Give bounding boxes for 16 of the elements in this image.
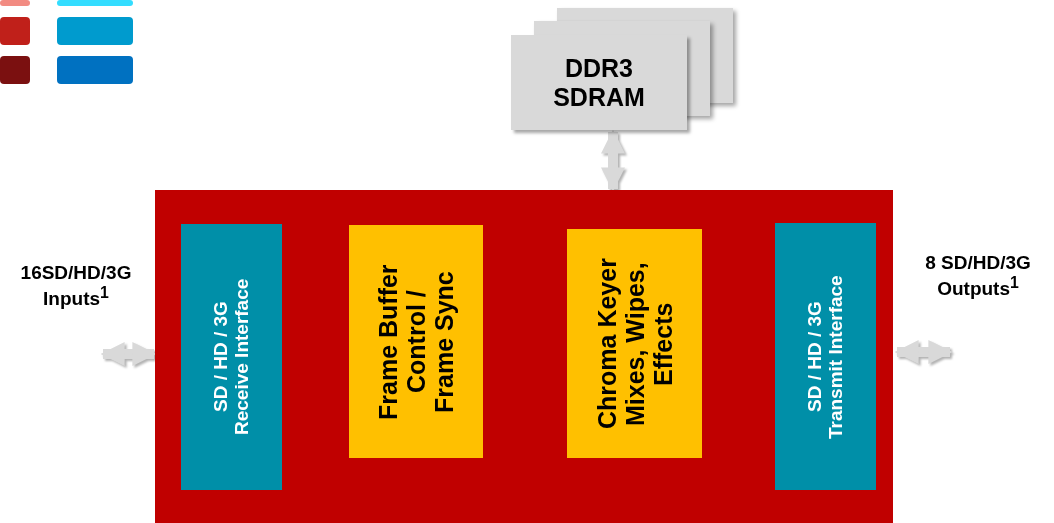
interface-block [775, 223, 876, 490]
double-arrow [601, 129, 625, 192]
memory-box [511, 35, 687, 130]
port-label: 8 SD/HD/3G Outputs$^{1}$ [924, 252, 1032, 301]
process-block [349, 225, 483, 458]
port-label: 16SD/HD/3G Inputs$^{1}$ [19, 262, 133, 311]
block-label: Chroma Keyer Mixes, Wipes, Effects [592, 257, 677, 431]
block-label: SD / HD / 3G Transmit Interface [804, 273, 847, 441]
double-arrow [100, 342, 157, 366]
block-label: SD / HD / 3G Receive Interface [210, 277, 253, 438]
fpga-block [155, 190, 893, 523]
block-label: Frame Buffer Control / Frame Sync [374, 262, 458, 422]
double-arrow [894, 340, 953, 364]
memory-label: DDR3 SDRAM [552, 53, 646, 112]
interface-block [181, 224, 282, 490]
process-block [567, 229, 702, 458]
